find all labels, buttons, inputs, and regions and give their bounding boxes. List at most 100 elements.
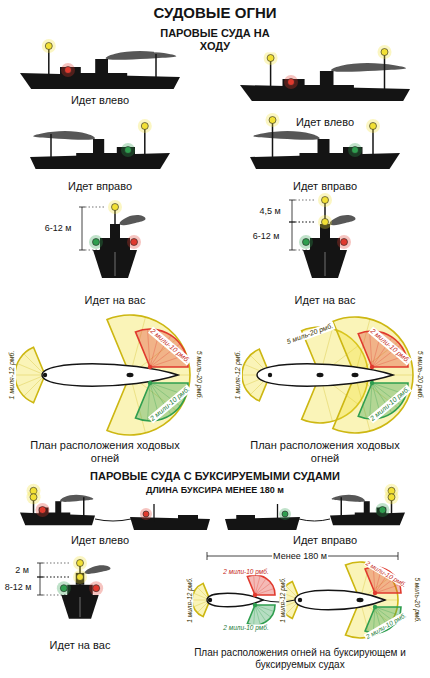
ship-hull — [61, 595, 98, 619]
light-halo — [266, 113, 280, 127]
smoke-plume — [60, 495, 93, 502]
plan-view — [192, 575, 275, 625]
range-label: 2 мили-10 рмб. — [368, 327, 412, 366]
superstructure — [100, 238, 130, 250]
masthead-light — [112, 204, 119, 211]
sector-ray — [255, 605, 274, 611]
sector-ray — [255, 578, 266, 595]
leader-dotted — [295, 222, 315, 223]
funnel — [320, 71, 334, 86]
range-label: 1 миля-12 рмб. — [279, 576, 286, 623]
caption: Идет влево — [70, 534, 130, 547]
light-position — [253, 593, 257, 597]
masthead-light — [388, 494, 395, 501]
masthead-light — [267, 55, 274, 62]
light-halo — [89, 235, 103, 249]
dimension-stroke — [292, 200, 293, 222]
mast — [153, 504, 154, 522]
dimension-tick — [289, 200, 295, 201]
dimension-label: 4,5 м — [258, 206, 281, 216]
smoke-plume — [33, 131, 95, 140]
light-halo — [138, 119, 152, 133]
sector-ray — [17, 364, 45, 375]
section-heading: ПАРОВЫЕ СУДА С БУКСИРУЕМЫМИ СУДАМИ — [89, 470, 341, 483]
plan-view — [15, 315, 190, 435]
leader-dotted — [43, 577, 70, 578]
light-position — [253, 603, 257, 607]
steamship-side-view — [30, 119, 170, 169]
masthead-light — [370, 123, 377, 130]
sector-ray — [255, 605, 271, 617]
dimension-stroke — [292, 222, 293, 250]
leader-dotted — [85, 250, 105, 251]
light-position — [352, 373, 359, 377]
steamship-side-view — [250, 113, 400, 169]
caption: План расположения ходовых огней — [22, 439, 189, 464]
stem — [115, 252, 116, 276]
light-halo — [378, 45, 392, 59]
caption: План расположения огней на буксирующем и… — [179, 647, 421, 670]
funnel — [55, 501, 61, 513]
masthead-light — [141, 123, 148, 130]
caption: Идет вправо — [67, 180, 133, 193]
side-light-starboard — [60, 585, 67, 592]
ship-hull — [93, 250, 137, 278]
towline — [95, 519, 131, 521]
range-label: 2 мили-10 рмб. — [364, 559, 409, 589]
light-halo — [318, 193, 332, 207]
dimension-tick — [79, 250, 85, 251]
sector-ray — [15, 375, 45, 376]
dimension-tick — [398, 552, 399, 560]
dimension-label: Менее 180 м — [272, 551, 328, 561]
light-position — [148, 365, 152, 369]
superstructure — [310, 238, 340, 250]
mast — [341, 497, 343, 518]
dimension-line — [289, 222, 315, 250]
light-halo — [73, 570, 87, 584]
dimension-tick — [37, 577, 43, 578]
smoke-plume — [332, 495, 365, 502]
leader-dotted — [43, 563, 70, 564]
side-light — [282, 511, 288, 517]
light-halo — [108, 200, 122, 214]
side-light — [65, 67, 72, 74]
side-light — [379, 507, 386, 514]
smoke-plume — [330, 215, 356, 225]
funnel — [318, 139, 330, 154]
light-halo — [264, 51, 278, 65]
light-halo — [36, 503, 50, 517]
steamship-side-view — [240, 45, 410, 101]
caption: Идет вправо — [292, 534, 358, 547]
caption: Идет на вас — [84, 294, 147, 307]
masthead-light — [269, 117, 276, 124]
range-label: 2 мили-10 рмб. — [148, 385, 192, 424]
sector-ray — [254, 605, 255, 625]
sector-ray — [255, 576, 260, 595]
range-label: 5 миль-20 рмб. — [413, 576, 420, 623]
range-label: 5 миль-20 рмб. — [416, 350, 424, 401]
smoke-plume — [120, 215, 146, 225]
dimension-tick — [207, 552, 208, 560]
light-halo — [57, 581, 71, 595]
range-label: 5 миль-20 рмб. — [285, 322, 335, 347]
sector-ray — [375, 585, 400, 593]
sector-ray — [255, 589, 274, 595]
light-position — [317, 373, 324, 377]
plan-view — [242, 317, 413, 433]
dimension-stroke — [40, 577, 41, 595]
mast — [50, 134, 52, 160]
light-halo — [140, 508, 152, 520]
caption: План расположения ходовых огней — [242, 439, 409, 464]
light-halo — [42, 39, 56, 53]
masthead-light — [45, 43, 52, 50]
caption: Идет на вас — [294, 294, 357, 307]
dimension-line — [37, 577, 70, 595]
range-label: 1 миля-12 рмб. — [8, 350, 16, 401]
funnel — [93, 139, 104, 154]
hull-outline — [207, 593, 263, 607]
light-position — [208, 598, 212, 602]
light-position — [373, 605, 377, 609]
page-title: СУДОВЫЕ ОГНИ — [152, 4, 277, 21]
dimension-tick — [37, 577, 43, 578]
